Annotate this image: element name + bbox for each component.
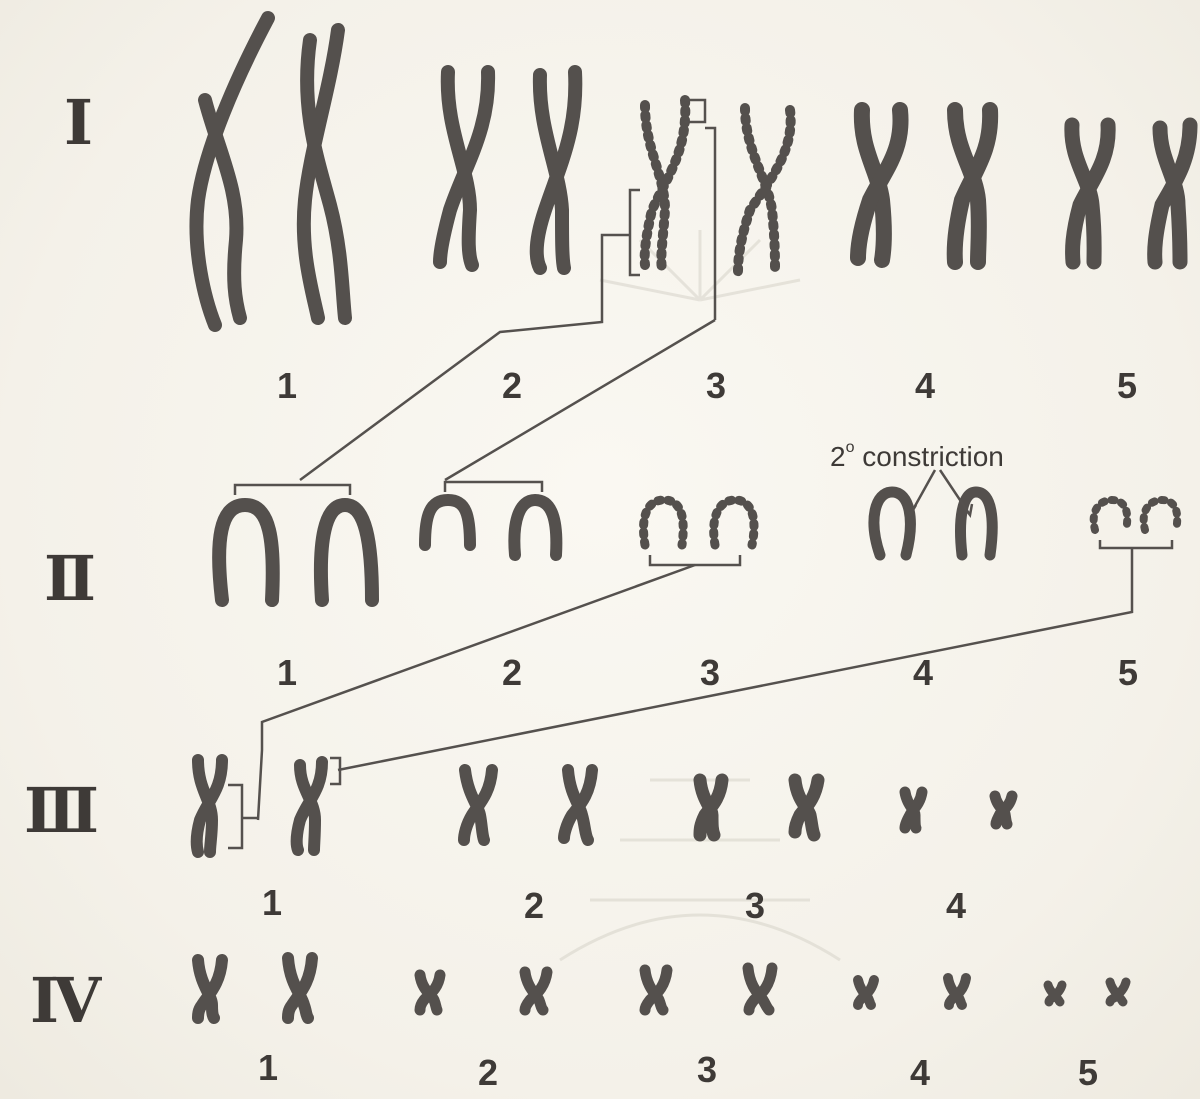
row-IV-number-4: 4 [910, 1055, 930, 1091]
chromosome-II-1b [321, 505, 372, 600]
chromosome-III-1b [297, 762, 322, 850]
row-label-II: II [44, 548, 90, 610]
chromosome-III-2b [564, 770, 592, 840]
chromosome-I-1 [196, 18, 345, 325]
chromosome-IV-1b [288, 958, 312, 1018]
chromosome-IV-5b [1110, 982, 1126, 1002]
row-I-chromosomes [196, 18, 1190, 325]
chromosome-IV-2a [420, 975, 440, 1010]
row-II-number-3: 3 [700, 655, 720, 691]
row-I-number-5: 5 [1117, 368, 1137, 404]
row-III-number-3: 3 [745, 888, 765, 924]
row-IV-number-1: 1 [258, 1050, 278, 1086]
row-I-number-1: 1 [277, 368, 297, 404]
row-III-chromosomes [197, 760, 1012, 852]
chromosome-II-1a [219, 505, 273, 600]
annotation-text: constriction [862, 441, 1004, 472]
chromosome-IV-4b [948, 978, 966, 1005]
row-I-number-3: 3 [706, 368, 726, 404]
chromosome-II-3a [644, 500, 684, 545]
chromosome-III-1a [197, 760, 222, 852]
chromosome-II-5a [1094, 500, 1128, 530]
row-IV-number-3: 3 [697, 1052, 717, 1088]
row-IV-chromosomes [198, 958, 1126, 1018]
chromosome-III-4a [905, 792, 922, 828]
row-III-number-1: 1 [262, 885, 282, 921]
row-I-number-4: 4 [915, 368, 935, 404]
row-II-number-1: 1 [277, 655, 297, 691]
chromosome-I-3 [645, 100, 791, 272]
chromosome-I-5 [1072, 125, 1190, 262]
chromosome-II-3b [714, 500, 754, 545]
row-I-number-2: 2 [502, 368, 522, 404]
chromosome-IV-3b [748, 968, 772, 1010]
row-II-number-5: 5 [1118, 655, 1138, 691]
chromosome-III-4b [995, 796, 1012, 824]
annotation-prefix: 2 [830, 441, 846, 472]
chromosome-IV-3a [645, 970, 667, 1010]
row-II-number-4: 4 [913, 655, 933, 691]
chromosome-III-3a [700, 780, 722, 835]
chromosome-III-3b [795, 780, 818, 835]
chromosome-II-4b [961, 492, 993, 555]
row-II-chromosomes [219, 492, 1177, 600]
chromosome-II-2b [514, 500, 556, 555]
chromosome-II-2a [425, 500, 470, 545]
chromosome-IV-1a [198, 960, 222, 1018]
row-label-III: III [24, 780, 93, 842]
row-III-number-4: 4 [946, 888, 966, 924]
row-IV-number-5: 5 [1078, 1055, 1098, 1091]
row-II-number-2: 2 [502, 655, 522, 691]
row-III-number-2: 2 [524, 888, 544, 924]
row-label-I: I [64, 92, 87, 154]
chromosome-IV-5a [1048, 985, 1062, 1002]
chromosome-II-4a [874, 492, 910, 555]
chromosome-IV-4a [858, 980, 874, 1005]
row-label-IV: IV [30, 970, 95, 1032]
chromosome-III-2a [464, 770, 492, 840]
chromosome-II-5b [1144, 500, 1178, 530]
chromosome-I-4 [858, 110, 990, 262]
annotation-superscript: o [846, 439, 855, 456]
secondary-constriction-label: 2o constriction [830, 440, 1004, 471]
row-IV-number-2: 2 [478, 1055, 498, 1091]
chromosome-IV-2b [525, 972, 547, 1010]
connector-lines [228, 100, 1172, 848]
watermark-emblem [560, 230, 840, 960]
chromosome-I-2 [440, 72, 575, 268]
